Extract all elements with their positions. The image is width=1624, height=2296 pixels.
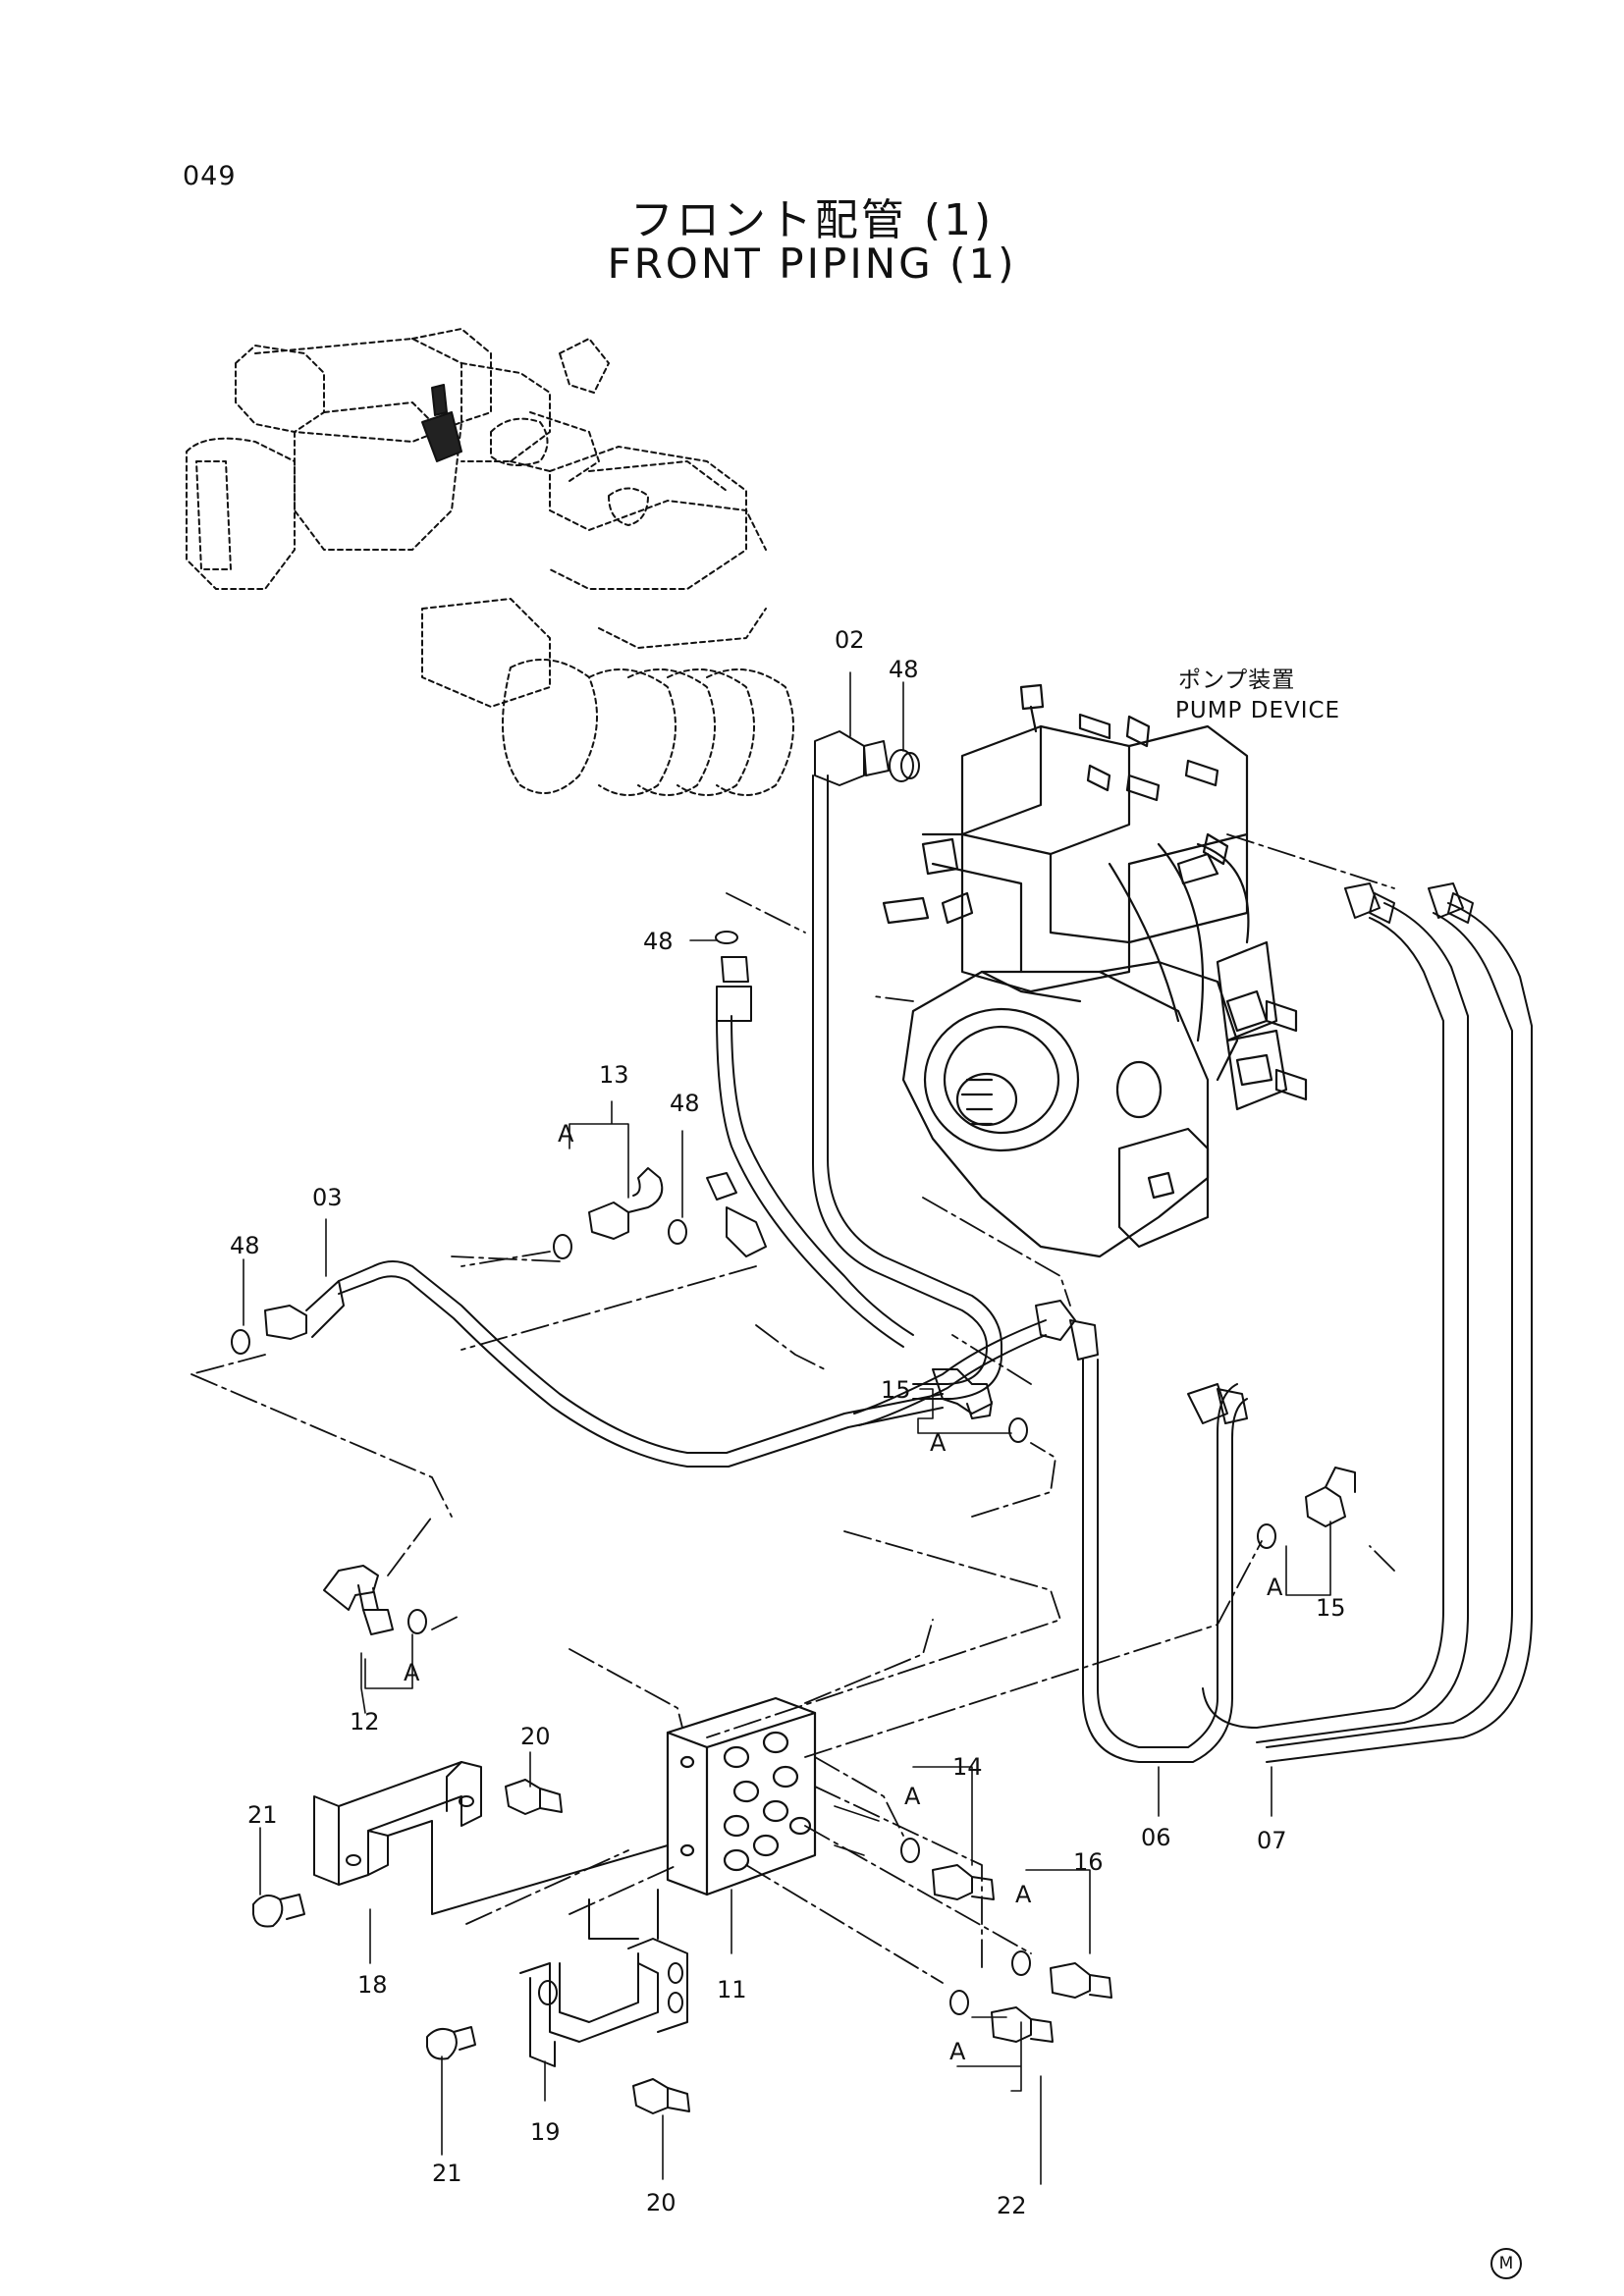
machine-overview-drawing bbox=[186, 328, 794, 796]
ref-mark-a: A bbox=[930, 1429, 947, 1457]
hose-fittings bbox=[706, 730, 1474, 1424]
ref-mark-a: A bbox=[949, 2038, 966, 2065]
reference-marks: A A A A A A A bbox=[404, 1120, 1283, 2065]
part-label-11: 11 bbox=[717, 1976, 747, 2003]
part-label-12: 12 bbox=[350, 1708, 380, 1735]
manifold-block-11 bbox=[666, 1696, 817, 1896]
part-label-48: 48 bbox=[643, 928, 674, 955]
part-label-21: 21 bbox=[432, 2160, 462, 2187]
connector-22 bbox=[991, 2006, 1054, 2043]
part-label-48: 48 bbox=[670, 1090, 700, 1117]
page-number: 049 bbox=[183, 161, 237, 191]
ref-mark-a: A bbox=[1015, 1881, 1032, 1908]
hose-upper-loop bbox=[716, 1015, 914, 1348]
part-number-labels: 02 48 48 13 48 03 48 15 15 12 20 21 14 1… bbox=[230, 626, 1346, 2219]
title-japanese: フロント配管 (1) bbox=[629, 195, 995, 245]
part-label-06: 06 bbox=[1141, 1824, 1171, 1851]
part-label-21: 21 bbox=[247, 1801, 278, 1829]
part-label-14: 14 bbox=[952, 1753, 983, 1781]
pump-label-jp: ポンプ装置 bbox=[1178, 667, 1295, 693]
hose-03 bbox=[338, 1260, 944, 1468]
bolts bbox=[252, 1779, 690, 2114]
ref-mark-a: A bbox=[904, 1783, 921, 1810]
part-label-13: 13 bbox=[599, 1061, 629, 1089]
part-label-48: 48 bbox=[230, 1232, 260, 1259]
connector-16 bbox=[1050, 1962, 1112, 1999]
ref-mark-a: A bbox=[1267, 1574, 1283, 1601]
part-label-15: 15 bbox=[881, 1376, 911, 1404]
ref-mark-a: A bbox=[404, 1659, 420, 1686]
pump-device-drawing bbox=[882, 683, 1308, 1258]
connector-03-end bbox=[264, 1280, 345, 1340]
bracket-18 bbox=[313, 1761, 669, 1915]
part-label-02: 02 bbox=[835, 626, 865, 654]
part-label-20: 20 bbox=[646, 2189, 677, 2216]
hose-upper-right bbox=[853, 1319, 1047, 1426]
part-label-07: 07 bbox=[1257, 1827, 1287, 1854]
elbow-15-right bbox=[1305, 1467, 1356, 1527]
leader-lines bbox=[243, 671, 1331, 2185]
operator-seat-highlight bbox=[421, 384, 462, 462]
bracket-19 bbox=[519, 1889, 688, 2067]
elbow-15-upper bbox=[932, 1368, 993, 1419]
elbow-12 bbox=[323, 1565, 394, 1635]
part-label-22: 22 bbox=[997, 2192, 1027, 2219]
part-label-15: 15 bbox=[1316, 1594, 1346, 1622]
part-label-18: 18 bbox=[357, 1971, 388, 1999]
part-label-03: 03 bbox=[312, 1184, 343, 1211]
o-rings bbox=[231, 752, 1276, 2015]
part-label-48: 48 bbox=[889, 656, 919, 683]
assembly-lines bbox=[190, 833, 1395, 1984]
corner-mark: M bbox=[1490, 2248, 1522, 2279]
hose-06 bbox=[1082, 1359, 1248, 1763]
hose-07 bbox=[1202, 902, 1533, 1763]
elbow-13 bbox=[588, 1167, 664, 1240]
part-label-20: 20 bbox=[520, 1723, 551, 1750]
pump-label-en: PUMP DEVICE bbox=[1175, 698, 1340, 723]
pump-device-label: ポンプ装置 PUMP DEVICE bbox=[1175, 667, 1340, 723]
title-english: FRONT PIPING (1) bbox=[607, 240, 1017, 288]
ref-mark-a: A bbox=[558, 1120, 574, 1148]
part-label-19: 19 bbox=[530, 2118, 561, 2146]
part-label-16: 16 bbox=[1073, 1848, 1104, 1876]
assembly-lines-solid bbox=[834, 1805, 880, 1856]
connector-14 bbox=[932, 1864, 995, 1900]
